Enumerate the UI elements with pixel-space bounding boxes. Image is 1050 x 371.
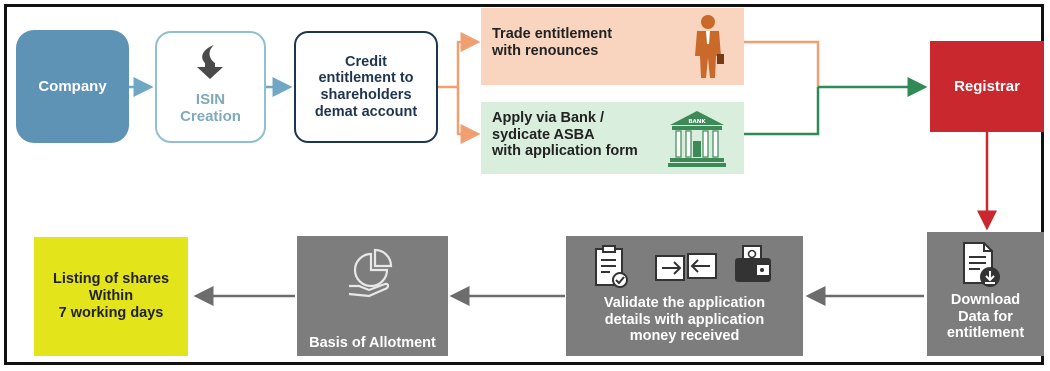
isin-creation-label: ISIN Creation: [180, 90, 241, 125]
company-label: Company: [38, 77, 107, 95]
apply-via-bank-node: Apply via Bank / sydicate ASBA with appl…: [481, 102, 744, 174]
company-node: Company: [16, 30, 129, 143]
apply-via-bank-label: Apply via Bank / sydicate ASBA with appl…: [492, 110, 638, 160]
trade-entitlement-label: Trade entitlement with renounces: [492, 26, 613, 59]
basis-of-allotment-label: Basis of Allotment: [309, 335, 436, 351]
listing-of-shares-node: Listing of shares Within 7 working days: [34, 237, 188, 356]
checklist-icon: [594, 244, 628, 294]
download-data-label: Download Data for entitlement: [946, 292, 1025, 342]
registrar-label: Registrar: [954, 77, 1020, 95]
down-arrow-icon: [196, 44, 225, 83]
registrar-node: Registrar: [930, 41, 1044, 132]
validate-application-label: Validate the application details with ap…: [603, 295, 766, 345]
bank-sign: BANK: [688, 119, 706, 125]
trade-entitlement-node: Trade entitlement with renounces: [481, 8, 744, 85]
validate-application-node: Validate the application details with ap…: [566, 236, 803, 356]
pie-chart-hand-icon: [345, 248, 399, 302]
credit-entitlement-node: Credit entitlement to shareholders demat…: [294, 31, 438, 143]
document-download-icon: [960, 241, 1002, 293]
basis-of-allotment-node: Basis of Allotment: [297, 236, 448, 356]
wallet-icon: [733, 244, 773, 288]
listing-of-shares-label: Listing of shares Within 7 working days: [52, 271, 170, 321]
businessman-icon: [691, 14, 725, 84]
exchange-icon: [654, 252, 718, 286]
download-data-node: Download Data for entitlement: [927, 232, 1044, 356]
bank-building-icon: BANK: [667, 109, 727, 171]
credit-entitlement-label: Credit entitlement to shareholders demat…: [314, 53, 418, 120]
isin-creation-node: ISIN Creation: [155, 31, 266, 143]
